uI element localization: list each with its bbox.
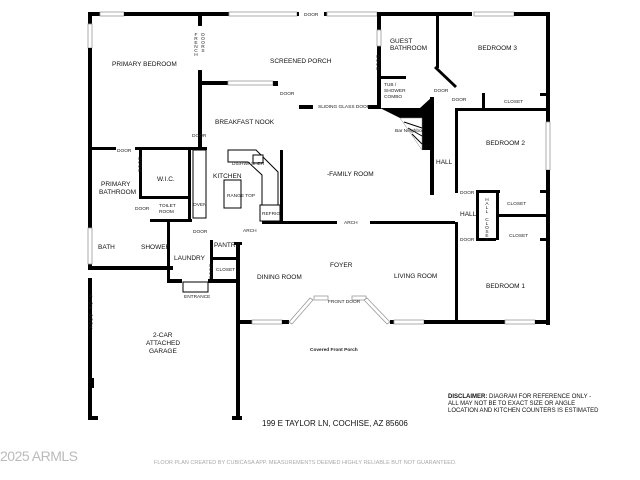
closet-a: CLOSET [507,201,526,207]
room-pantry: PANTRY [214,242,240,249]
room-bedroom-2: BEDROOM 2 [486,140,525,147]
credit-text: FLOOR PLAN CREATED BY CUBICASA APP. MEAS… [154,460,457,466]
door-label: DOOR [460,237,475,243]
door-label: DOOR [135,206,150,212]
room-bedroom-1: BEDROOM 1 [486,283,525,290]
room-garage-2: ATTACHED [146,340,180,347]
door-label: DOOR [434,88,449,94]
side-door-label: SIDE DOOR [88,293,93,330]
disclaimer-line-2: ALL MAY NOT BE TO EXACT SIZE OR ANGLE [448,401,576,407]
room-covered-front-porch: Covered Front Porch [310,347,358,353]
range-top-label: RANGE TOP [227,193,255,199]
room-toilet-room-2: ROOM [159,209,174,215]
room-hall-lower: HALL [460,211,477,218]
disclaimer-line-1: DIAGRAM FOR REFERENCE ONLY - [489,394,592,400]
room-foyer: FOYER [330,262,353,269]
room-breakfast-nook: BREAKFAST NOOK [215,119,275,126]
disclaimer: DISCLAIMER: DIAGRAM FOR REFERENCE ONLY -… [448,394,628,415]
watermark: 2025 ARMLS [0,448,78,464]
door-label: DOOR [193,229,208,235]
room-tub-shower-2: SHOWER [384,88,406,94]
door-label: DOOR [304,12,319,18]
room-garage: 2-CAR [153,332,173,339]
room-bedroom-3: BEDROOM 3 [478,45,517,52]
french-doors-label: FRENCH [193,32,198,57]
hall-closet: HALL CLOSET [484,197,489,242]
door-label: DOOR [208,263,213,280]
door-label: DOOR [192,133,207,139]
arch-label-2: ARCH [243,228,257,234]
room-living-room: LIVING ROOM [394,273,437,280]
walls [87,11,551,420]
oven-label: OVEN [193,202,207,208]
room-dining-room: DINING ROOM [257,274,302,281]
room-kitchen: KITCHEN [213,173,242,180]
room-closet-laundry: CLOSET [216,267,235,273]
room-garage-3: GARAGE [149,348,177,355]
front-door-label: FRONT DOOR [328,299,361,305]
door-label: DOOR [460,190,475,196]
refrig-label: REFRIG [262,211,280,217]
room-wic: W.I.C. [157,176,175,183]
disclaimer-line-3: LOCATION AND KITCHEN COUNTERS IS ESTIMAT… [448,408,599,414]
room-screened-porch: SCREENED PORCH [270,58,332,65]
room-primary-bathroom: PRIMARY [101,181,131,188]
stairs-label: Bar Neighbor [395,128,424,134]
room-tub-shower-3: COMBO [384,94,402,100]
door-label: DOOR [117,148,132,154]
room-guest-bathroom: GUEST [390,38,412,45]
entrance-label: ENTRANCE [184,294,210,300]
door-label: DOOR [375,54,380,71]
room-toilet-room: TOILET [159,203,176,209]
door-label: DOOR [137,156,142,173]
room-tub-shower: TUB / [384,82,397,88]
closet-b: CLOSET [509,233,528,239]
room-bath: BATH [98,244,115,251]
stairs [399,117,423,151]
room-shower: SHOWER [141,244,171,251]
room-primary-bedroom: PRIMARY BEDROOM [112,61,177,68]
sliding-glass-door-label: SLIDING GLASS DOOR [318,104,371,110]
french-doors-label-2: DOORS [200,32,205,53]
disclaimer-title: DISCLAIMER: [448,394,488,400]
room-primary-bathroom-2: BATHROOM [99,189,136,196]
arch-label-1: ARCH [344,220,358,226]
kitchen-fixtures [182,149,281,293]
door-label: DOOR [452,97,467,103]
room-laundry: LAUNDRY [174,255,206,262]
door-label: DOOR [280,91,295,97]
dishwasher-label: DISHWASHER [232,161,265,167]
closet-bedroom-3: CLOSET [504,99,523,105]
room-guest-bathroom-2: BATHROOM [390,45,427,52]
room-hall: HALL [436,159,453,166]
room-family-room: -FAMILY ROOM [327,171,374,178]
property-address: 199 E TAYLOR LN, COCHISE, AZ 85606 [262,419,408,428]
